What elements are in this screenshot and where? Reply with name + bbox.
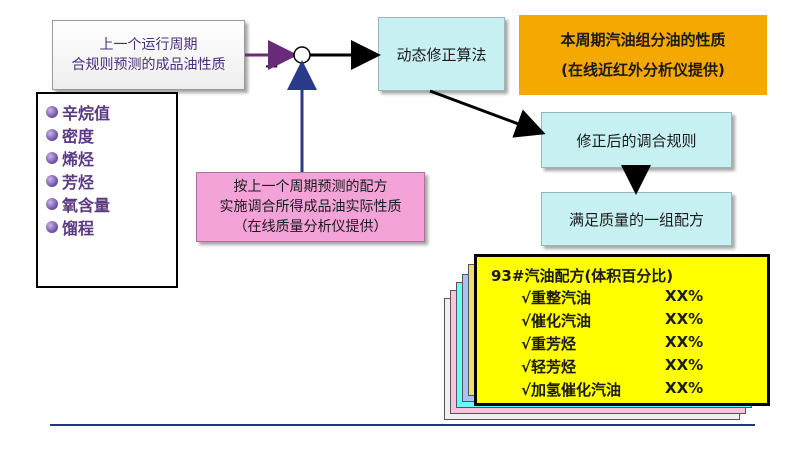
recipe-percentage: XX% bbox=[665, 310, 704, 328]
property-label: 馏程 bbox=[62, 218, 95, 238]
recipe-component: √催化汽油 bbox=[521, 312, 592, 330]
property-item: 馏程 bbox=[46, 215, 94, 238]
recipe-row: √重芳烃 XX% bbox=[491, 333, 767, 356]
recipe-component: √轻芳烃 bbox=[521, 358, 577, 376]
recipe-row: √轻芳烃 XX% bbox=[491, 356, 767, 379]
property-label: 辛烷值 bbox=[62, 103, 111, 123]
property-label: 芳烃 bbox=[62, 172, 95, 192]
property-item: 辛烷值 bbox=[46, 100, 110, 123]
property-label: 氧含量 bbox=[62, 195, 111, 215]
property-item: 密度 bbox=[46, 123, 94, 146]
qualified-recipe-box: 满足质量的一组配方 bbox=[541, 192, 732, 246]
property-item: 氧含量 bbox=[46, 192, 110, 215]
bullet-icon bbox=[46, 197, 58, 210]
property-list-box: 辛烷值 密度 烯烃 芳烃 氧含量 馏程 bbox=[36, 92, 178, 288]
bullet-icon bbox=[46, 220, 58, 233]
gasoline-recipe-card: 93#汽油配方(体积百分比) √重整汽油 XX% √催化汽油 XX% √重芳烃 XX%… bbox=[474, 254, 770, 406]
gasoline-line-2: (在线近红外分析仪提供) bbox=[561, 61, 725, 79]
recipe-percentage: XX% bbox=[665, 356, 704, 374]
actual-product-properties-box: 按上一个周期预测的配方 实施调合所得成品油实际性质 （在线质量分析仪提供） bbox=[196, 172, 425, 242]
corrected-rule-label: 修正后的调合规则 bbox=[576, 131, 697, 150]
recipe-percentage: XX% bbox=[665, 379, 704, 397]
recipe-row: √催化汽油 XX% bbox=[491, 310, 767, 333]
algorithm-label: 动态修正算法 bbox=[396, 45, 487, 64]
recipe-row: √加氢催化汽油 XX% bbox=[491, 379, 767, 402]
bullet-icon bbox=[46, 105, 58, 118]
property-label: 密度 bbox=[62, 126, 95, 146]
actual-line-2: 实施调合所得成品油实际性质 bbox=[219, 199, 402, 215]
corrected-blending-rule-box: 修正后的调合规则 bbox=[541, 112, 732, 168]
gasoline-component-properties-box: 本周期汽油组分油的性质 (在线近红外分析仪提供) bbox=[519, 15, 767, 95]
arrow-algorithm-to-rule bbox=[429, 89, 546, 138]
summing-junction bbox=[293, 46, 311, 64]
recipe-row: √重整汽油 XX% bbox=[491, 287, 767, 310]
previous-period-line-1: 上一个运行周期 bbox=[99, 37, 198, 53]
bullet-icon bbox=[46, 151, 58, 164]
baseline-divider bbox=[50, 424, 755, 426]
property-item: 芳烃 bbox=[46, 169, 94, 192]
recipe-title: 93#汽油配方(体积百分比) bbox=[491, 267, 674, 285]
gasoline-line-1: 本周期汽油组分油的性质 bbox=[560, 31, 726, 49]
previous-period-prediction-box: 上一个运行周期 合规则预测的成品油性质 bbox=[52, 20, 245, 90]
actual-line-1: 按上一个周期预测的配方 bbox=[233, 179, 388, 195]
dynamic-correction-algorithm-box: 动态修正算法 bbox=[378, 17, 505, 91]
actual-line-3: （在线质量分析仪提供） bbox=[233, 219, 388, 235]
bullet-icon bbox=[46, 128, 58, 141]
recipe-percentage: XX% bbox=[665, 287, 704, 305]
recipe-label: 满足质量的一组配方 bbox=[568, 210, 704, 229]
property-item: 烯烃 bbox=[46, 146, 94, 169]
recipe-component: √重整汽油 bbox=[521, 289, 592, 307]
recipe-percentage: XX% bbox=[665, 333, 704, 351]
recipe-component: √重芳烃 bbox=[521, 335, 577, 353]
property-label: 烯烃 bbox=[62, 149, 95, 169]
bullet-icon bbox=[46, 174, 58, 187]
previous-period-line-2: 合规则预测的成品油性质 bbox=[71, 57, 226, 73]
recipe-component: √加氢催化汽油 bbox=[521, 381, 622, 399]
